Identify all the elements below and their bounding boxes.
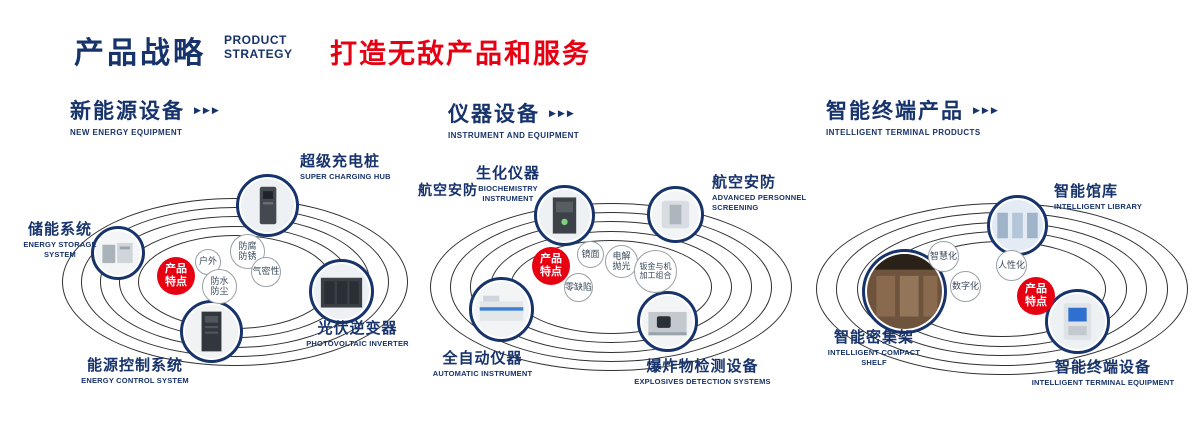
section-title-en: INTELLIGENT TERMINAL PRODUCTS [826, 128, 981, 137]
label-biochemistry-instrument: 生化仪器 BIOCHEMISTRY INSTRUMENT [475, 165, 540, 203]
personnel-screening-image [652, 191, 699, 238]
section-instruments-header: 仪器设备 ▶▶▶ INSTRUMENT AND EQUIPMENT [448, 98, 579, 140]
feature-bubble: 气密性 [251, 257, 281, 287]
label-intelligent-terminal-equipment: 智能终端设备 INTELLIGENT TERMINAL EQUIPMENT [1031, 359, 1175, 388]
label-intelligent-library: 智能馆库 INTELLIGENT LIBRARY [1054, 183, 1143, 212]
triple-arrow-icon: ▶▶▶ [194, 104, 221, 115]
super-charging-hub-image [241, 179, 294, 232]
energy-control-system-image [185, 305, 238, 358]
intelligent-terminal-photo [1045, 289, 1110, 354]
product-features-badge: 产品特点 [532, 247, 570, 285]
page-title: 产品战略 [74, 37, 206, 70]
label-super-charging-hub: 超级充电桩 SUPER CHARGING HUB [300, 153, 391, 182]
section-title: 新能源设备 [70, 100, 185, 123]
orbit-ring [430, 203, 792, 371]
feature-bubble: 防水防尘 [202, 269, 237, 304]
triple-arrow-icon: ▶▶▶ [973, 104, 1000, 115]
feature-bubble: 电解抛光 [605, 245, 638, 278]
feature-bubble: 数字化 [950, 271, 981, 302]
photovoltaic-inverter-image [314, 264, 369, 319]
personnel-screening-photo [647, 186, 704, 243]
explosives-detection-photo [637, 291, 698, 352]
energy-control-system-photo [180, 300, 243, 363]
triple-arrow-icon: ▶▶▶ [549, 107, 576, 118]
feature-bubble: 零缺陷 [564, 273, 593, 302]
automatic-instrument-photo [469, 277, 534, 342]
product-features-badge: 产品特点 [157, 257, 195, 295]
feature-bubble: 人性化 [996, 250, 1027, 281]
section-title-en: INSTRUMENT AND EQUIPMENT [448, 131, 580, 140]
automatic-instrument-image [474, 282, 529, 337]
page-title-en: PRODUCT STRATEGY [224, 33, 293, 61]
label-photovoltaic-inverter: 光伏逆变器 PHOTOVOLTAIC INVERTER [306, 320, 409, 349]
orbit-ring [449, 212, 773, 362]
page-subtitle: 打造无敌产品和服务 [330, 39, 591, 69]
orbit-ring [81, 207, 389, 357]
section-title-en: NEW ENERGY EQUIPMENT [70, 128, 183, 137]
section-title: 智能终端产品 [826, 100, 964, 123]
energy-storage-photo [91, 226, 145, 280]
biochemistry-instrument-photo [534, 185, 595, 246]
label-energy-control-system: 能源控制系统 ENERGY CONTROL SYSTEM [81, 357, 189, 386]
intelligent-terminal-image [1050, 294, 1105, 349]
section-intelligent-terminal-header: 智能终端产品 ▶▶▶ INTELLIGENT TERMINAL PRODUCTS [826, 95, 1000, 137]
section-new-energy-header: 新能源设备 ▶▶▶ NEW ENERGY EQUIPMENT [70, 95, 221, 137]
orbit-rings [430, 203, 792, 371]
feature-bubble: 镜面 [577, 241, 604, 268]
label-aviation-security-left: 航空安防 [418, 182, 478, 198]
intelligent-library-image [992, 200, 1043, 251]
section-title: 仪器设备 [448, 103, 540, 126]
orbit-ring [469, 221, 753, 353]
feature-bubble: 智慧化 [928, 241, 959, 272]
orbit-ring [62, 198, 408, 366]
label-personnel-screening: 航空安防 ADVANCED PERSONNEL SCREENING [712, 174, 807, 212]
label-intelligent-compact-shelf: 智能密集架 INTELLIGENT COMPACT SHELF [827, 329, 921, 367]
feature-bubble: 钣金与机加工组合 [634, 250, 677, 293]
super-charging-hub-photo [236, 174, 299, 237]
label-energy-storage: 储能系统 ENERGY STORAGE SYSTEM [23, 221, 97, 259]
intelligent-library-photo [987, 195, 1048, 256]
energy-storage-image [96, 231, 140, 275]
photovoltaic-inverter-photo [309, 259, 374, 324]
label-automatic-instrument: 全自动仪器 AUTOMATIC INSTRUMENT [432, 350, 533, 379]
intelligent-compact-shelf-image [867, 254, 942, 329]
label-explosives-detection: 爆炸物检测设备 EXPLOSIVES DETECTION SYSTEMS [634, 358, 771, 387]
explosives-detection-image [642, 296, 693, 347]
product-features-badge: 产品特点 [1017, 277, 1055, 315]
biochemistry-instrument-image [539, 190, 590, 241]
